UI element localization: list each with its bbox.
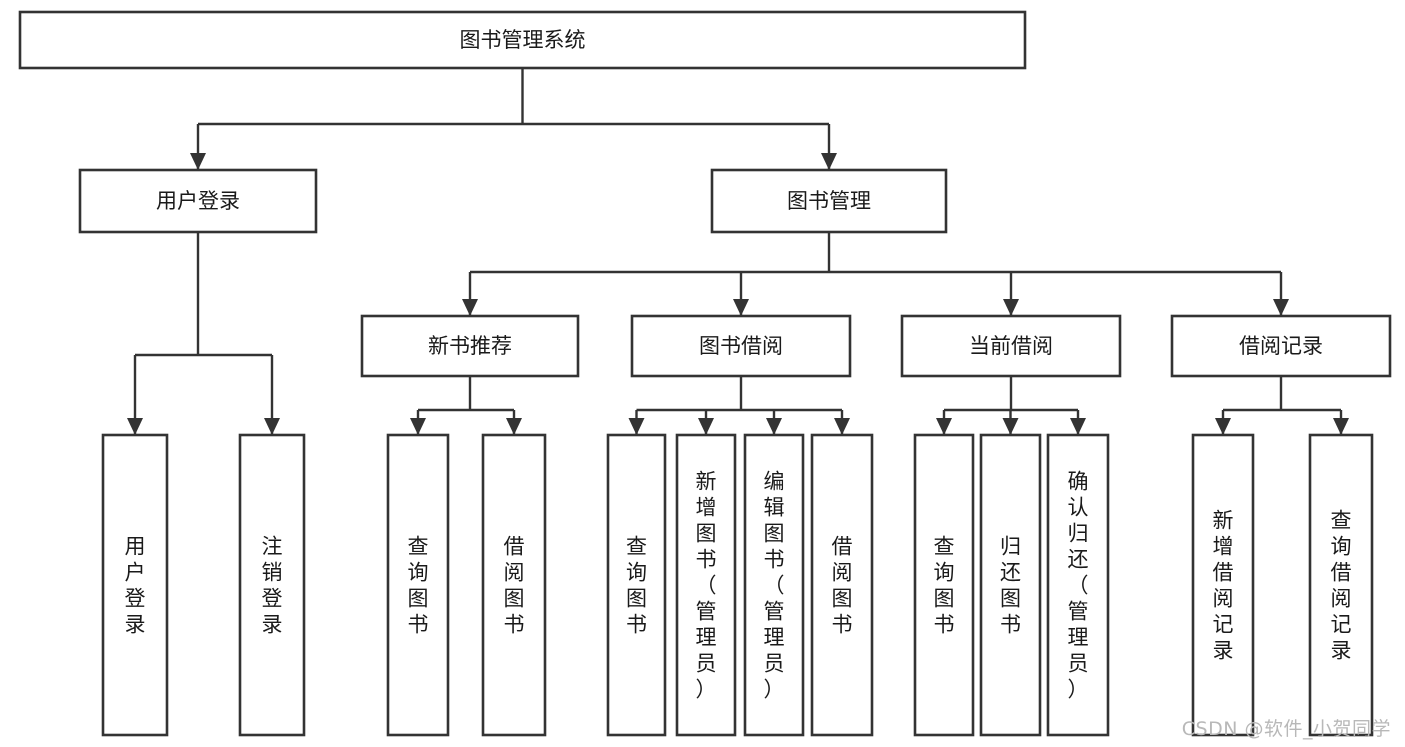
node-label-user-login: 用户登录 [156,189,240,213]
arrow-head-icon [628,418,645,435]
arrow-head-icon [190,153,206,170]
arrow-head-icon [821,153,837,170]
arrow-head-icon [1215,418,1231,435]
node-box-record-add [1191,433,1255,737]
node-box-current-return-book [979,433,1042,737]
node-box-root [18,10,1027,70]
node-book-management[interactable]: 图书管理 [710,168,948,234]
node-current-confirm-return[interactable]: 确认归还（管理员） [1046,433,1110,737]
node-label-current-confirm-return: 确认归还（管理员） [1068,469,1089,701]
node-box-recommend-borrow-book [481,433,547,737]
node-label-record-query: 查询借阅记录 [1331,508,1352,662]
arrow-head-icon [733,299,749,316]
node-box-borrow-borrow-book [810,433,874,737]
arrow-head-icon [1003,299,1019,316]
node-label-borrow-add-book: 新增图书（管理员） [696,469,717,701]
node-label-new-book-recommend: 新书推荐 [428,334,512,358]
node-box-borrow-add-book [675,433,737,737]
node-box-user-login [78,168,318,234]
node-record-query[interactable]: 查询借阅记录 [1308,433,1374,737]
node-recommend-query-book[interactable]: 查询图书 [386,433,450,737]
node-box-current-confirm-return [1046,433,1110,737]
arrow-head-icon [1002,418,1019,435]
node-borrow-record[interactable]: 借阅记录 [1170,314,1392,378]
arrow-head-icon [1273,299,1289,316]
node-current-return-book[interactable]: 归还图书 [979,433,1042,737]
arrow-head-icon [264,418,280,435]
node-box-borrow-query-book [606,433,667,737]
node-user-login-do[interactable]: 用户登录 [101,433,169,737]
arrow-head-icon [698,418,714,435]
arrow-head-icon [410,418,426,435]
node-label-recommend-borrow-book: 借阅图书 [504,534,525,636]
node-borrow-add-book[interactable]: 新增图书（管理员） [675,433,737,737]
node-label-current-return-book: 归还图书 [1000,534,1021,636]
node-box-new-book-recommend [360,314,580,378]
arrow-head-icon [936,418,952,435]
node-borrow-query-book[interactable]: 查询图书 [606,433,667,737]
node-label-borrow-record: 借阅记录 [1239,334,1323,358]
node-box-user-logout [238,433,306,737]
node-box-book-management [710,168,948,234]
node-box-current-query-book [913,433,975,737]
node-box-borrow-record [1170,314,1392,378]
node-label-borrow-query-book: 查询图书 [626,534,647,636]
node-record-add[interactable]: 新增借阅记录 [1191,433,1255,737]
node-label-root: 图书管理系统 [460,28,586,52]
arrow-head-icon [834,418,850,435]
watermark-text: CSDN @软件_小贺同学 [1181,718,1391,740]
arrow-head-icon [462,299,478,316]
arrow-head-icon [766,418,782,435]
node-box-recommend-query-book [386,433,450,737]
node-label-book-borrow: 图书借阅 [699,334,783,358]
node-label-user-login-do: 用户登录 [125,534,146,636]
node-label-user-logout: 注销登录 [262,534,283,636]
node-recommend-borrow-book[interactable]: 借阅图书 [481,433,547,737]
node-new-book-recommend[interactable]: 新书推荐 [360,314,580,378]
nodes-layer: 图书管理系统用户登录图书管理用户登录注销登录新书推荐图书借阅当前借阅借阅记录查询… [18,10,1392,737]
arrow-head-icon [506,418,522,435]
node-current-query-book[interactable]: 查询图书 [913,433,975,737]
node-root[interactable]: 图书管理系统 [18,10,1027,70]
node-box-record-query [1308,433,1374,737]
node-box-current-borrow [900,314,1122,378]
node-label-recommend-query-book: 查询图书 [408,534,429,636]
node-label-current-borrow: 当前借阅 [969,334,1053,358]
arrow-head-icon [1333,418,1349,435]
node-user-logout[interactable]: 注销登录 [238,433,306,737]
arrow-head-icon [1070,418,1086,435]
connectors-layer [127,68,1349,435]
node-user-login[interactable]: 用户登录 [78,168,318,234]
node-label-borrow-edit-book: 编辑图书（管理员） [764,469,785,701]
node-current-borrow[interactable]: 当前借阅 [900,314,1122,378]
node-borrow-edit-book[interactable]: 编辑图书（管理员） [743,433,805,737]
arrow-head-icon [127,418,143,435]
node-label-book-management: 图书管理 [787,189,871,213]
node-box-book-borrow [630,314,852,378]
node-label-current-query-book: 查询图书 [934,534,955,636]
node-box-borrow-edit-book [743,433,805,737]
node-box-user-login-do [101,433,169,737]
node-label-record-add: 新增借阅记录 [1213,508,1234,662]
node-label-borrow-borrow-book: 借阅图书 [832,534,853,636]
node-book-borrow[interactable]: 图书借阅 [630,314,852,378]
node-borrow-borrow-book[interactable]: 借阅图书 [810,433,874,737]
